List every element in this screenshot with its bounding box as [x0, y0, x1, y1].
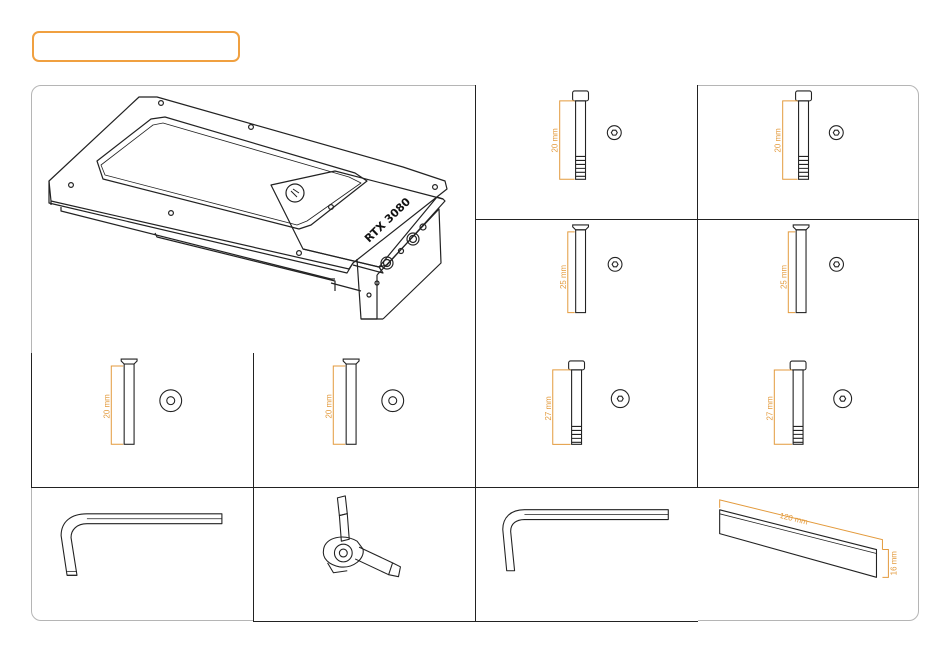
screw-drawing-3: 25 mm	[476, 220, 698, 353]
screw-drawing-1: 20 mm	[476, 85, 698, 219]
screw-cell-3: 25 mm	[475, 219, 698, 354]
multi-tool-drawing	[254, 488, 475, 621]
water-block-cell: RTX 3080	[31, 85, 476, 353]
screw-length-1: 20 mm	[551, 128, 560, 153]
screw-drawing-2: 20 mm	[698, 85, 919, 219]
pad-length: 120 mm	[779, 511, 809, 527]
tool-cell	[253, 487, 476, 622]
block-label: RTX 3080	[362, 195, 413, 245]
screw-length-3: 25 mm	[559, 264, 568, 289]
screw-drawing-7: 27 mm	[476, 353, 698, 487]
screw-drawing-8: 27 mm	[698, 353, 918, 487]
hex-key-small-drawing	[476, 488, 698, 621]
screw-length-4: 25 mm	[779, 264, 788, 289]
screw-cell-2: 20 mm	[697, 85, 919, 220]
screw-drawing-4: 25 mm	[698, 220, 918, 353]
screw-drawing-6: 20 mm	[254, 353, 475, 487]
screw-cell-6: 20 mm	[253, 353, 476, 488]
screw-cell-4: 25 mm	[697, 219, 919, 354]
screw-length-2: 20 mm	[774, 128, 783, 153]
screw-length-8: 27 mm	[765, 396, 774, 421]
screw-length-7: 27 mm	[544, 396, 553, 421]
screw-cell-8: 27 mm	[697, 353, 919, 488]
screw-cell-7: 27 mm	[475, 353, 698, 488]
pad-width: 16 mm	[889, 551, 898, 576]
title-box	[32, 31, 240, 62]
thermal-pad-drawing: 120 mm 16 mm	[697, 488, 919, 621]
screw-length-6: 20 mm	[324, 394, 333, 419]
screw-length-5: 20 mm	[102, 394, 111, 419]
thermal-pad-cell: 120 mm 16 mm	[697, 487, 919, 621]
water-block-drawing: RTX 3080	[31, 85, 476, 353]
screw-drawing-5: 20 mm	[32, 353, 253, 487]
screw-cell-1: 20 mm	[475, 85, 698, 220]
hex-key-cell-2	[475, 487, 698, 622]
hex-key-large-drawing	[31, 488, 253, 621]
hex-key-cell-1	[31, 487, 254, 621]
screw-cell-5: 20 mm	[31, 353, 254, 488]
